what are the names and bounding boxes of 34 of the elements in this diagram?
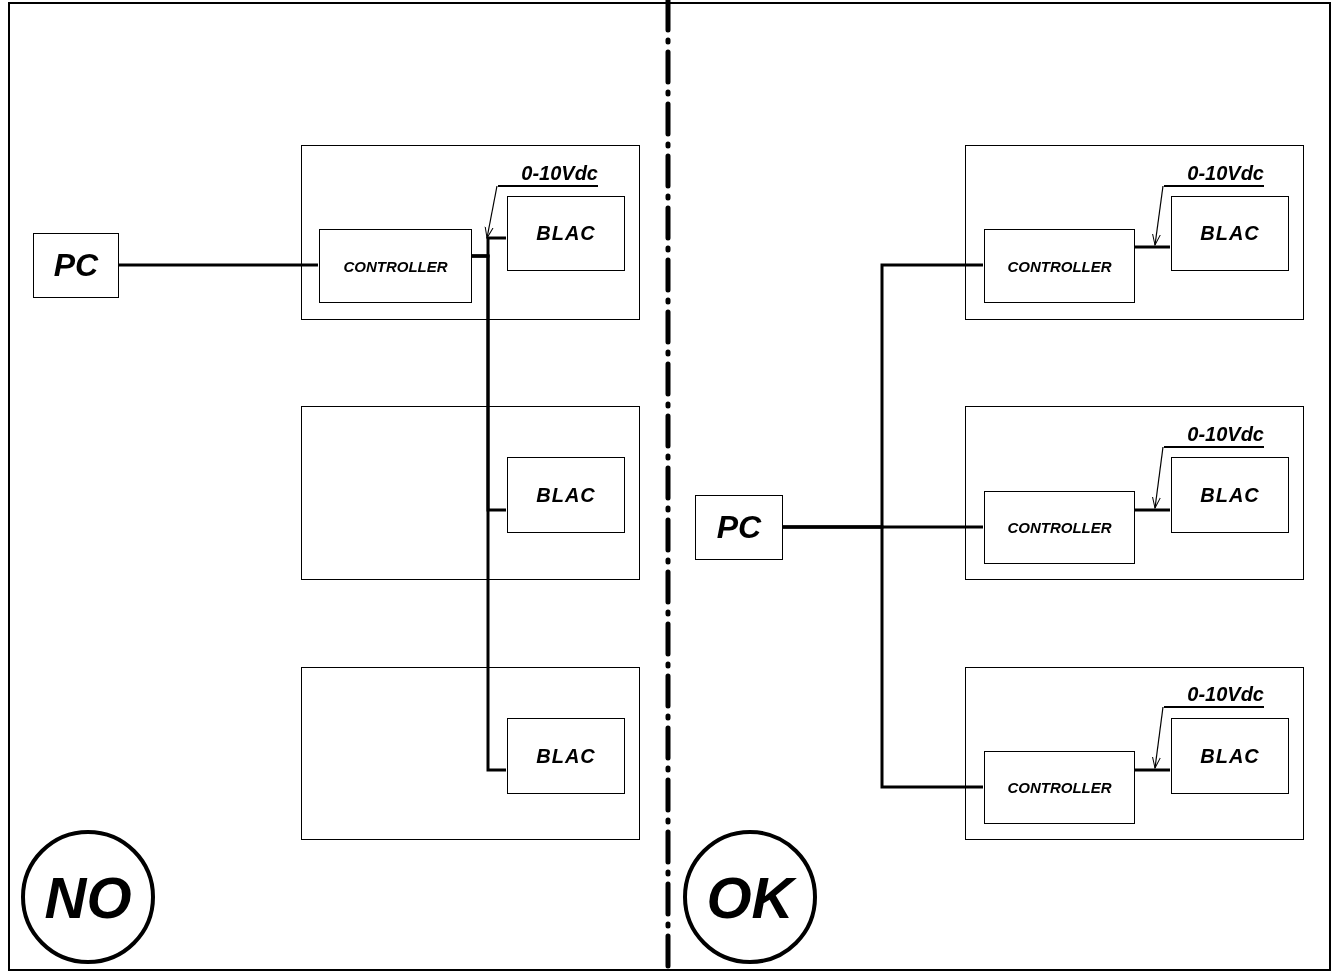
signal-label: 0-10Vdc (1164, 159, 1264, 187)
motor-box: BLAC (507, 196, 625, 271)
verdict-circle: NO (21, 830, 155, 964)
signal-label: 0-10Vdc (1164, 421, 1264, 448)
enclosure-box (301, 145, 640, 320)
enclosure-box (965, 145, 1304, 320)
verdict-circle: OK (683, 830, 817, 964)
leader-arrow (1151, 706, 1164, 769)
motor-box: BLAC (1171, 718, 1289, 794)
controller-box: CONTROLLER (984, 751, 1135, 824)
enclosure-box (965, 667, 1304, 840)
motor-box: BLAC (507, 457, 625, 533)
enclosure-box (965, 406, 1304, 580)
controller-box: CONTROLLER (319, 229, 472, 303)
wire (471, 254, 506, 772)
wire (119, 263, 318, 267)
enclosure-box (301, 667, 640, 840)
computer-box: PC (33, 233, 119, 298)
motor-box: BLAC (1171, 196, 1289, 271)
leader-arrow (1151, 446, 1164, 509)
motor-box: BLAC (1171, 457, 1289, 533)
signal-label: 0-10Vdc (498, 159, 598, 187)
enclosure-box (301, 406, 640, 580)
leader-arrow (1152, 185, 1164, 246)
controller-box: CONTROLLER (984, 229, 1135, 303)
wire (1134, 768, 1170, 772)
motor-box: BLAC (507, 718, 625, 794)
wire (1134, 508, 1170, 512)
leader-arrow (484, 185, 498, 239)
wire (1134, 245, 1170, 249)
computer-box: PC (695, 495, 783, 560)
signal-label: 0-10Vdc (1164, 681, 1264, 708)
controller-box: CONTROLLER (984, 491, 1135, 564)
wire (783, 525, 983, 789)
